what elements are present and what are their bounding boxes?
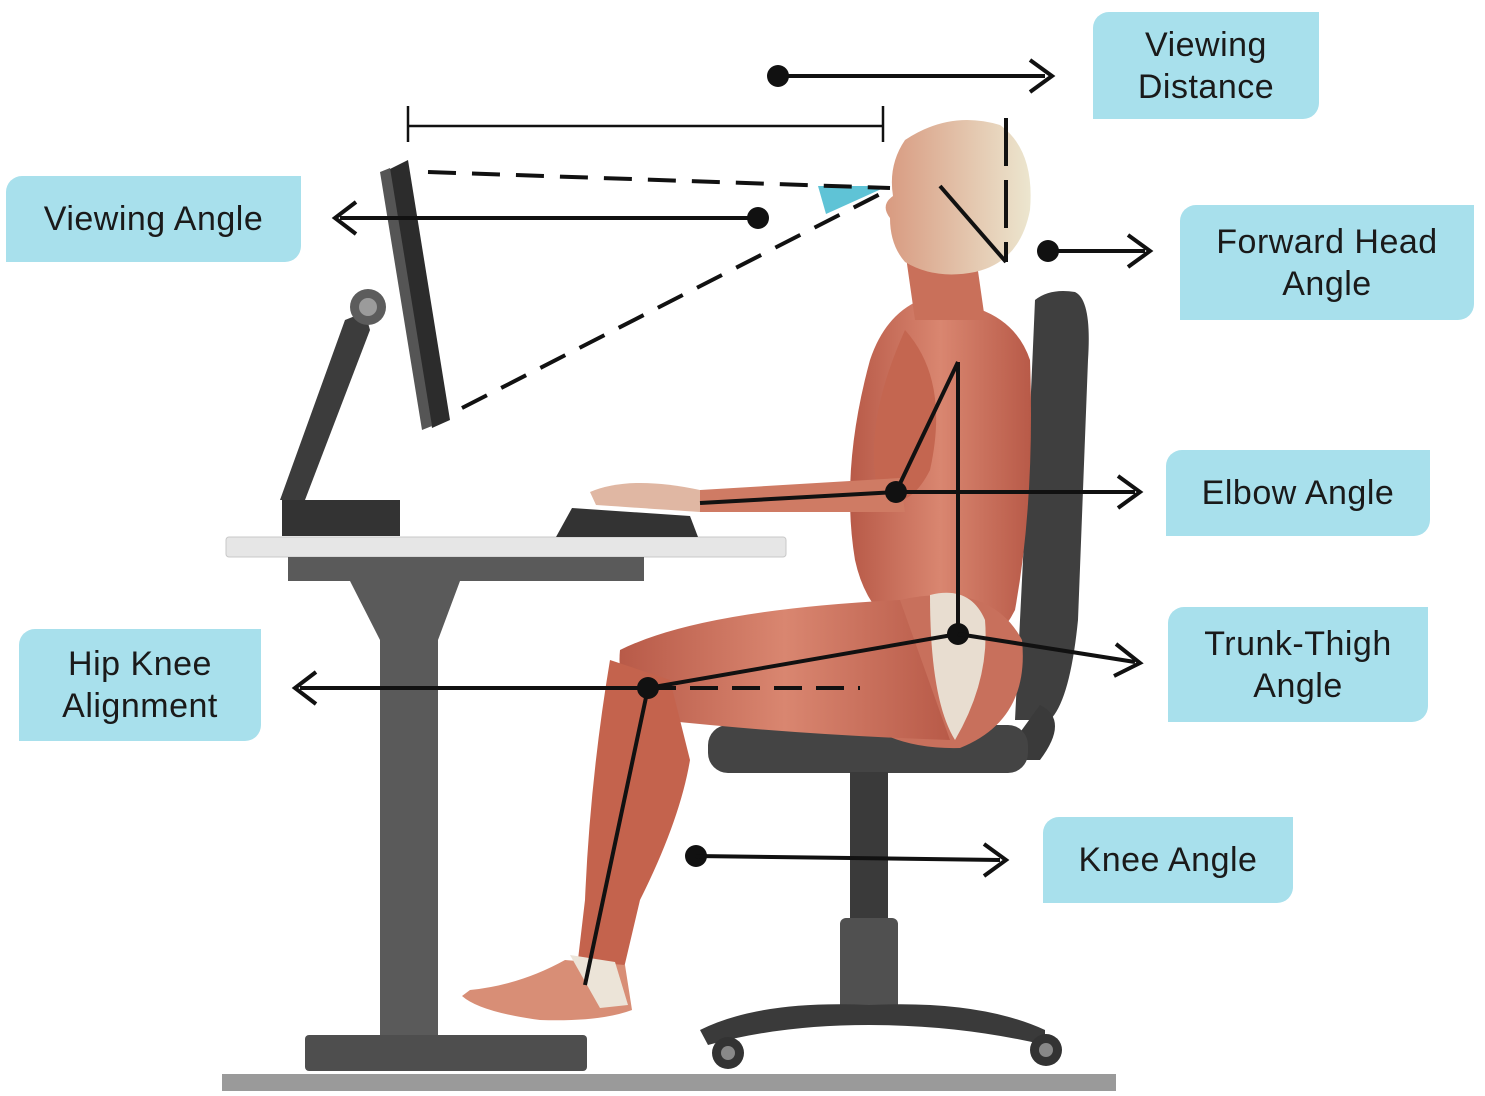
viewing-distance-label: Viewing Distance <box>1093 12 1319 119</box>
elbow-angle-label: Elbow Angle <box>1166 450 1430 536</box>
trunk-thigh-angle-label: Trunk-Thigh Angle <box>1168 607 1428 722</box>
viewing-angle-wedge <box>818 186 888 214</box>
viewing-distance-bracket <box>408 106 883 142</box>
knee-angle-label: Knee Angle <box>1043 817 1293 903</box>
forward-head-angle-label: Forward Head Angle <box>1180 205 1474 320</box>
sight-line-top <box>428 172 890 188</box>
viewing-angle-label: Viewing Angle <box>6 176 301 262</box>
keyboard-icon <box>556 508 698 537</box>
sight-line-bottom <box>462 190 888 408</box>
floor <box>222 1074 1116 1091</box>
hip-knee-alignment-label: Hip Knee Alignment <box>19 629 261 741</box>
